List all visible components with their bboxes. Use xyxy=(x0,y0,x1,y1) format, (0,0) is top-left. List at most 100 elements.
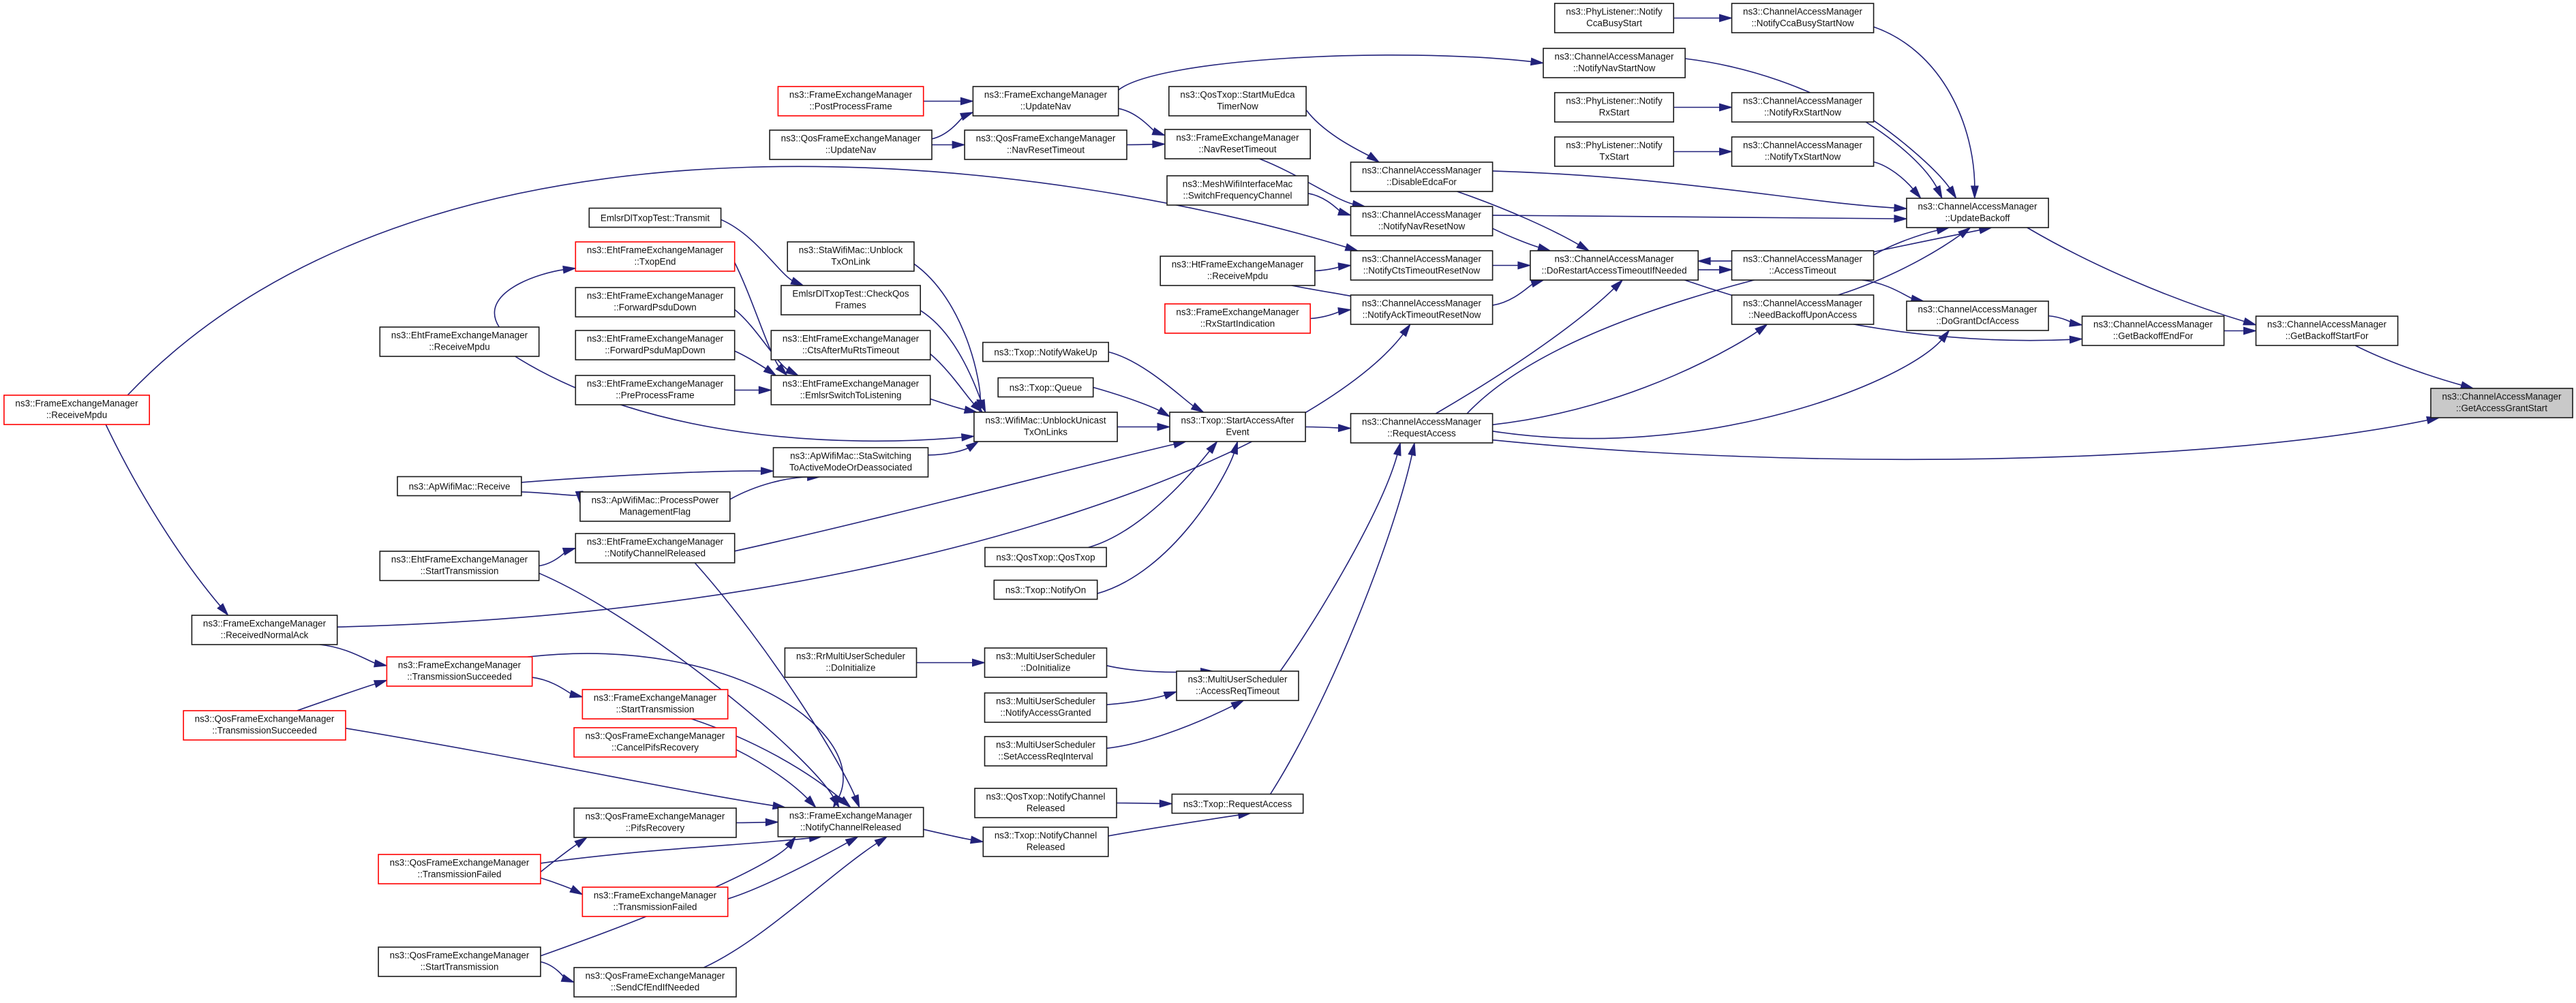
svg-text:ns3::QosFrameExchangeManager: ns3::QosFrameExchangeManager xyxy=(390,857,530,867)
svg-text:ns3::HtFrameExchangeManager: ns3::HtFrameExchangeManager xyxy=(1172,259,1304,269)
svg-text:ns3::MeshWifiInterfaceMac: ns3::MeshWifiInterfaceMac xyxy=(1183,179,1293,189)
svg-text:ns3::EhtFrameExchangeManager: ns3::EhtFrameExchangeManager xyxy=(587,536,724,546)
svg-text:Frames: Frames xyxy=(835,300,866,310)
svg-text:ns3::FrameExchangeManager: ns3::FrameExchangeManager xyxy=(398,660,521,670)
svg-text:ns3::EhtFrameExchangeManager: ns3::EhtFrameExchangeManager xyxy=(391,330,528,340)
svg-text:::NotifyAccessGranted: ::NotifyAccessGranted xyxy=(1000,707,1091,717)
svg-text:::NotifyRxStartNow: ::NotifyRxStartNow xyxy=(1764,107,1841,117)
svg-text:::NotifyNavStartNow: ::NotifyNavStartNow xyxy=(1573,63,1656,73)
svg-text:ns3::QosFrameExchangeManager: ns3::QosFrameExchangeManager xyxy=(586,970,725,981)
svg-text:ns3::FrameExchangeManager: ns3::FrameExchangeManager xyxy=(789,810,913,820)
svg-text:ns3::ChannelAccessManager: ns3::ChannelAccessManager xyxy=(1743,298,1862,308)
svg-text:::TransmissionFailed: ::TransmissionFailed xyxy=(417,869,501,879)
svg-text:ns3::MultiUserScheduler: ns3::MultiUserScheduler xyxy=(996,651,1095,661)
svg-text:ns3::ChannelAccessManager: ns3::ChannelAccessManager xyxy=(1362,416,1481,427)
svg-text:::ForwardPsduDown: ::ForwardPsduDown xyxy=(613,302,696,312)
svg-text:::TxopEnd: ::TxopEnd xyxy=(634,256,676,266)
svg-text:ns3::QosFrameExchangeManager: ns3::QosFrameExchangeManager xyxy=(781,133,921,143)
svg-text:::RequestAccess: ::RequestAccess xyxy=(1387,428,1456,438)
svg-text:ns3::QosTxop::StartMuEdca: ns3::QosTxop::StartMuEdca xyxy=(1180,89,1295,99)
svg-text:ns3::ChannelAccessManager: ns3::ChannelAccessManager xyxy=(1743,140,1862,150)
svg-text:ns3::PhyListener::Notify: ns3::PhyListener::Notify xyxy=(1566,6,1663,16)
svg-text:ns3::ChannelAccessManager: ns3::ChannelAccessManager xyxy=(1743,6,1862,16)
svg-text:::DoRestartAccessTimeoutIfNeed: ::DoRestartAccessTimeoutIfNeeded xyxy=(1541,265,1686,275)
svg-text:ns3::ChannelAccessManager: ns3::ChannelAccessManager xyxy=(1362,209,1481,219)
svg-text:RxStart: RxStart xyxy=(1599,107,1630,117)
svg-text:ns3::ChannelAccessManager: ns3::ChannelAccessManager xyxy=(1362,253,1481,264)
svg-text:ns3::ApWifiMac::Receive: ns3::ApWifiMac::Receive xyxy=(409,481,511,491)
svg-text:ns3::QosTxop::NotifyChannel: ns3::QosTxop::NotifyChannel xyxy=(986,791,1106,801)
svg-text:ns3::QosFrameExchangeManager: ns3::QosFrameExchangeManager xyxy=(586,811,725,821)
svg-text:::NotifyCtsTimeoutResetNow: ::NotifyCtsTimeoutResetNow xyxy=(1363,265,1481,275)
svg-text:::ReceivedNormalAck: ::ReceivedNormalAck xyxy=(221,630,309,640)
svg-text:Event: Event xyxy=(1226,427,1249,437)
svg-text:ns3::FrameExchangeManager: ns3::FrameExchangeManager xyxy=(1176,307,1299,317)
svg-text:ns3::EhtFrameExchangeManager: ns3::EhtFrameExchangeManager xyxy=(587,245,724,255)
svg-text:ManagementFlag: ManagementFlag xyxy=(620,506,691,516)
svg-text:::NeedBackoffUponAccess: ::NeedBackoffUponAccess xyxy=(1748,309,1857,320)
svg-text:ns3::ChannelAccessManager: ns3::ChannelAccessManager xyxy=(1918,304,2037,314)
svg-text:ns3::ChannelAccessManager: ns3::ChannelAccessManager xyxy=(1743,95,1862,106)
svg-text:::ReceiveMpdu: ::ReceiveMpdu xyxy=(1207,271,1268,281)
svg-text:ns3::ApWifiMac::ProcessPower: ns3::ApWifiMac::ProcessPower xyxy=(592,495,719,505)
svg-text:::NotifyNavResetNow: ::NotifyNavResetNow xyxy=(1378,221,1466,231)
svg-text:ns3::EhtFrameExchangeManager: ns3::EhtFrameExchangeManager xyxy=(391,554,528,564)
svg-text:ns3::Txop::RequestAccess: ns3::Txop::RequestAccess xyxy=(1183,799,1292,809)
svg-text:Released: Released xyxy=(1027,803,1065,813)
svg-text:::DoGrantDcfAccess: ::DoGrantDcfAccess xyxy=(1936,315,2019,326)
svg-text:::CancelPifsRecovery: ::CancelPifsRecovery xyxy=(611,742,699,752)
svg-text:::GetBackoffEndFor: ::GetBackoffEndFor xyxy=(2113,330,2194,341)
svg-text:ns3::WifiMac::UnblockUnicast: ns3::WifiMac::UnblockUnicast xyxy=(985,415,1106,425)
svg-text:::NavResetTimeout: ::NavResetTimeout xyxy=(1007,144,1085,155)
svg-text:::EmlsrSwitchToListening: ::EmlsrSwitchToListening xyxy=(800,390,902,400)
svg-text:::PifsRecovery: ::PifsRecovery xyxy=(626,822,685,833)
svg-text:TxOnLinks: TxOnLinks xyxy=(1024,427,1067,437)
svg-text:ns3::QosFrameExchangeManager: ns3::QosFrameExchangeManager xyxy=(390,950,530,960)
svg-text:ns3::MultiUserScheduler: ns3::MultiUserScheduler xyxy=(996,739,1095,750)
svg-text:ns3::Txop::NotifyWakeUp: ns3::Txop::NotifyWakeUp xyxy=(994,347,1097,357)
svg-text:ns3::FrameExchangeManager: ns3::FrameExchangeManager xyxy=(594,890,717,900)
svg-text:EmlsrDlTxopTest::CheckQos: EmlsrDlTxopTest::CheckQos xyxy=(792,288,909,298)
svg-text:ns3::ChannelAccessManager: ns3::ChannelAccessManager xyxy=(1555,253,1674,264)
svg-text:ns3::FrameExchangeManager: ns3::FrameExchangeManager xyxy=(984,89,1108,99)
svg-text:ns3::ChannelAccessManager: ns3::ChannelAccessManager xyxy=(1362,165,1481,175)
svg-text:TxStart: TxStart xyxy=(1599,151,1628,161)
svg-text:::PreProcessFrame: ::PreProcessFrame xyxy=(616,390,694,400)
svg-text:::SetAccessReqInterval: ::SetAccessReqInterval xyxy=(998,751,1093,761)
svg-text:ns3::PhyListener::Notify: ns3::PhyListener::Notify xyxy=(1566,95,1663,106)
svg-text:::TransmissionSucceeded: ::TransmissionSucceeded xyxy=(407,671,512,681)
svg-text:ns3::ChannelAccessManager: ns3::ChannelAccessManager xyxy=(1743,253,1862,264)
svg-text:ns3::QosFrameExchangeManager: ns3::QosFrameExchangeManager xyxy=(976,133,1116,143)
svg-text:ns3::MultiUserScheduler: ns3::MultiUserScheduler xyxy=(996,696,1095,706)
svg-text:::NotifyTxStartNow: ::NotifyTxStartNow xyxy=(1765,151,1841,161)
svg-text:::StartTransmission: ::StartTransmission xyxy=(421,961,499,972)
svg-text:ns3::EhtFrameExchangeManager: ns3::EhtFrameExchangeManager xyxy=(587,290,724,300)
svg-text:::RxStartIndication: ::RxStartIndication xyxy=(1200,318,1275,328)
svg-text:::AccessTimeout: ::AccessTimeout xyxy=(1769,265,1836,275)
svg-text:ns3::PhyListener::Notify: ns3::PhyListener::Notify xyxy=(1566,140,1663,150)
svg-text:ns3::ChannelAccessManager: ns3::ChannelAccessManager xyxy=(2267,319,2386,329)
svg-text:ns3::ChannelAccessManager: ns3::ChannelAccessManager xyxy=(1362,298,1481,308)
svg-text:ns3::Txop::NotifyOn: ns3::Txop::NotifyOn xyxy=(1005,585,1086,595)
svg-text:::AccessReqTimeout: ::AccessReqTimeout xyxy=(1196,685,1279,696)
svg-text:::UpdateNav: ::UpdateNav xyxy=(1020,101,1072,111)
svg-text:::PostProcessFrame: ::PostProcessFrame xyxy=(809,101,892,111)
svg-text:ns3::ChannelAccessManager: ns3::ChannelAccessManager xyxy=(1918,201,2037,211)
svg-text:::UpdateNav: ::UpdateNav xyxy=(825,144,877,155)
svg-text:ns3::FrameExchangeManager: ns3::FrameExchangeManager xyxy=(789,89,913,99)
svg-text:TxOnLink: TxOnLink xyxy=(831,256,870,266)
svg-text:::NotifyAckTimeoutResetNow: ::NotifyAckTimeoutResetNow xyxy=(1363,309,1481,320)
svg-text:::ForwardPsduMapDown: ::ForwardPsduMapDown xyxy=(605,345,705,355)
svg-text:::TransmissionFailed: ::TransmissionFailed xyxy=(613,901,697,912)
svg-text:ns3::FrameExchangeManager: ns3::FrameExchangeManager xyxy=(594,692,717,703)
svg-text:::NavResetTimeout: ::NavResetTimeout xyxy=(1198,144,1276,154)
svg-text:ns3::FrameExchangeManager: ns3::FrameExchangeManager xyxy=(1176,132,1299,142)
svg-text:::GetBackoffStartFor: ::GetBackoffStartFor xyxy=(2286,330,2369,341)
svg-text:ns3::EhtFrameExchangeManager: ns3::EhtFrameExchangeManager xyxy=(783,378,920,388)
svg-text:::ReceiveMpdu: ::ReceiveMpdu xyxy=(429,341,489,352)
svg-text:::StartTransmission: ::StartTransmission xyxy=(421,566,499,576)
svg-text:EmlsrDlTxopTest::Transmit: EmlsrDlTxopTest::Transmit xyxy=(601,213,710,223)
svg-text:ns3::RrMultiUserScheduler: ns3::RrMultiUserScheduler xyxy=(796,651,906,661)
svg-text:::SwitchFrequencyChannel: ::SwitchFrequencyChannel xyxy=(1183,190,1292,200)
svg-text:ns3::FrameExchangeManager: ns3::FrameExchangeManager xyxy=(203,618,327,628)
